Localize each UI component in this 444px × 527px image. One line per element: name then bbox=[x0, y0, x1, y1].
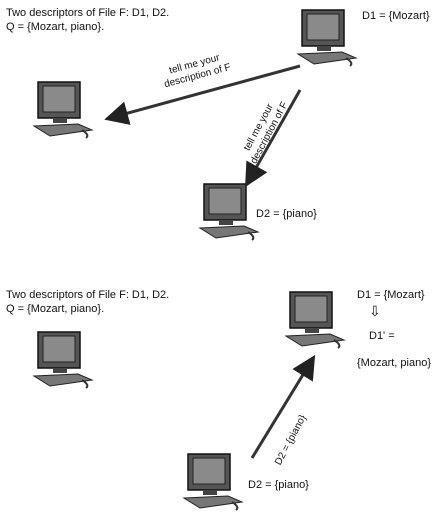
panel2-d1-prime-value: {Mozart, piano} bbox=[357, 357, 431, 369]
panel1-intro-line2: Q = {Mozart, piano}. bbox=[6, 21, 105, 33]
panel2-intro-line2: Q = {Mozart, piano}. bbox=[6, 303, 105, 315]
panel2-d2-label: D2 = {piano} bbox=[248, 479, 309, 491]
panel2-d1-prime-label: D1' = bbox=[369, 330, 395, 342]
panel1-d2-label: D2 = {piano} bbox=[256, 208, 317, 220]
computer-icon-d1 bbox=[294, 8, 360, 68]
computer-icon-d2 bbox=[196, 182, 262, 242]
computer-icon-d1-2 bbox=[282, 290, 348, 350]
panel1-intro-line1: Two descriptors of File F: D1, D2. bbox=[6, 7, 170, 19]
computer-icon-d2-2 bbox=[180, 452, 246, 512]
panel1-d1-label: D1 = {Mozart} bbox=[362, 10, 430, 22]
arrow-request-down bbox=[245, 89, 302, 188]
panel2-intro-line1: Two descriptors of File F: D1, D2. bbox=[6, 289, 170, 301]
arrow-request-left bbox=[104, 64, 301, 125]
computer-icon-requester bbox=[30, 80, 96, 140]
panel2-d1-label: D1 = {Mozart} bbox=[357, 289, 425, 301]
computer-icon-requester-2 bbox=[30, 330, 96, 390]
transform-down-arrow: ⇩ bbox=[369, 303, 381, 319]
arrow-response-up bbox=[250, 354, 316, 459]
